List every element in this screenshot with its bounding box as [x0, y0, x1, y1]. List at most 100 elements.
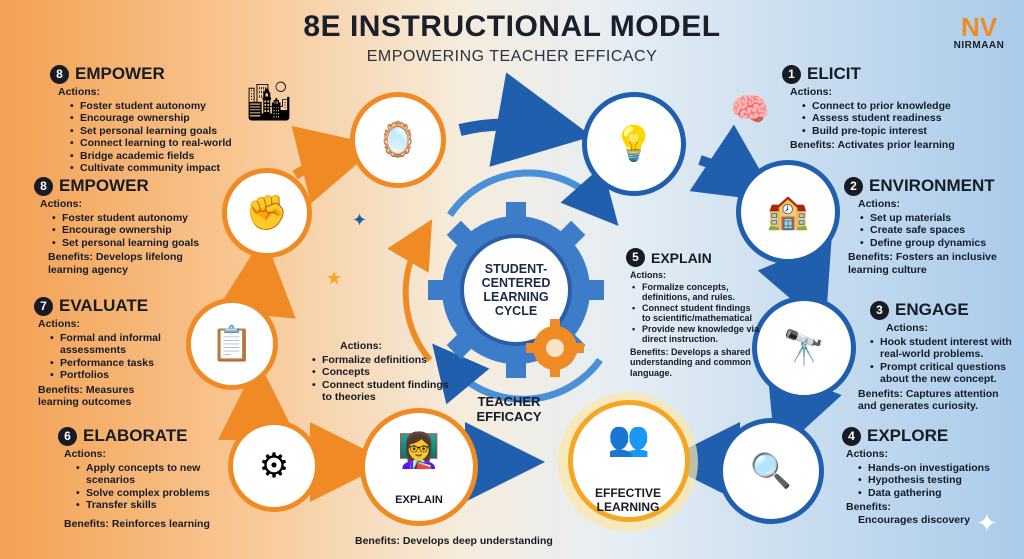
benefits-text: Benefits: Activates prior learning [790, 139, 955, 151]
action-item: Set up materials [860, 212, 1018, 225]
stage-box-explain: Actions: Formalize concepts, definitions… [630, 270, 760, 378]
sparkle-icon: ✦ [352, 210, 368, 230]
page-subtitle: EMPOWERING TEACHER EFFICACY [366, 48, 658, 65]
action-item: Hands-on investigations [858, 462, 1016, 475]
actions-label: Actions: [40, 198, 82, 210]
action-item: Data gathering [858, 487, 1016, 500]
action-item: Hook student interest with real-world pr… [870, 336, 1018, 361]
brain-bulb-icon: 🧠 [730, 91, 770, 127]
stage-box-empower-top: Actions: Foster student autonomy Encoura… [58, 86, 238, 175]
page-title: 8E INSTRUCTIONAL MODEL [303, 10, 721, 43]
small-gear [526, 319, 584, 377]
stage-box-empower: Actions: Foster student autonomy Encoura… [40, 198, 210, 276]
action-item: Provide new knowledge via direct instruc… [632, 324, 760, 345]
arrow-to-environment [689, 124, 779, 203]
benefits-text: Benefits: Captures attention and generat… [858, 387, 999, 413]
arrow-to-elicit [458, 72, 593, 167]
logo: NV NIRMAAN [944, 14, 1014, 51]
gear-label: STUDENT-CENTERED LEARNING CYCLE [481, 262, 551, 318]
student-group-icon: 👥 [568, 400, 690, 522]
teacher-board-icon: 👩‍🏫 [360, 408, 478, 526]
arrow-to-engage [757, 239, 832, 329]
action-item: Apply concepts to new scenarios [76, 462, 224, 487]
action-item: Connect student findings to scientific/m… [632, 303, 760, 324]
checklist-icon: 📋 [186, 298, 278, 390]
middle-actions-label: Actions: [340, 340, 382, 352]
action-item: Create safe spaces [860, 224, 1018, 237]
star-icon: ★ [326, 268, 343, 288]
benefits-text: Benefits: Fosters an inclusive learning … [848, 251, 997, 276]
action-item: Encourage ownership [52, 224, 210, 237]
stage-box-elaborate: Actions: Apply concepts to new scenarios… [64, 448, 224, 530]
bottom-benefits: Benefits: Develops deep understanding [355, 535, 553, 547]
action-item: Formal and informal assessments [50, 332, 188, 357]
benefits-text: Benefits: Develops lifelong learning age… [48, 251, 183, 276]
arrow-to-empower-top [291, 125, 379, 204]
effective-learning-label: EFFECTIVE LEARNING [594, 486, 661, 514]
benefits-text: Benefits: Measures learning outcomes [38, 383, 135, 409]
stage-box-environment: Actions: Set up materials Create safe sp… [848, 198, 1018, 276]
actions-label: Actions: [38, 318, 80, 330]
action-item: Formalize concepts, definitions, and rul… [632, 282, 760, 303]
action-item: Portfolios [50, 369, 188, 382]
benefits-text: Benefits: Reinforces learning [64, 517, 210, 530]
action-item: Bridge academic fields [70, 150, 238, 163]
action-item: Build pre-topic interest [802, 125, 980, 138]
action-item: Performance tasks [50, 357, 188, 370]
city-road-icon: 🏙 [245, 81, 294, 123]
stage-box-engage: Actions: Hook student interest with real… [858, 322, 1018, 413]
action-item: Assess student readiness [802, 112, 980, 125]
action-item: Prompt critical questions about the new … [870, 361, 1018, 386]
action-item: Set personal learning goals [52, 237, 210, 250]
logo-mark: NV [960, 12, 998, 42]
classroom-icon: 🏫 [736, 160, 840, 264]
action-item: Solve complex problems [76, 487, 224, 500]
benefits-text: Encourages discovery [858, 513, 971, 526]
actions-label: Actions: [790, 86, 832, 98]
stage-box-elicit: Actions: Connect to prior knowledge Asse… [790, 86, 980, 152]
action-item: Hypothesis testing [858, 474, 1016, 487]
explain-circle-label: EXPLAIN [395, 494, 443, 506]
lightbulb-question-icon: 💡 [582, 92, 686, 196]
benefits-label: Benefits: [846, 501, 891, 513]
benefits-text: Benefits: Develops a shared understandin… [630, 346, 752, 378]
teacher-efficacy-label: TEACHER EFFICACY [476, 394, 542, 424]
middle-action-item: Connect student findings to theories [312, 379, 450, 404]
logo-name: NIRMAAN [953, 40, 1005, 51]
action-item: Cultivate community impact [70, 162, 238, 175]
arrow-to-empower [216, 235, 296, 319]
gears-chat-icon: ⚙ [228, 420, 320, 512]
actions-label: Actions: [64, 448, 106, 460]
actions-label: Actions: [858, 198, 900, 210]
middle-actions-box: Actions: Formalize definitions Concepts … [300, 340, 450, 404]
stage-box-explore: Actions: Hands-on investigations Hypothe… [846, 448, 1016, 526]
action-item: Set personal learning goals [70, 125, 238, 138]
action-item: Connect to prior knowledge [802, 100, 980, 113]
actions-label: Actions: [58, 86, 100, 98]
actions-label: Actions: [630, 270, 666, 280]
action-item: Encourage ownership [70, 112, 238, 125]
action-item: Foster student autonomy [52, 212, 210, 225]
action-item: Define group dynamics [860, 237, 1018, 250]
middle-action-item: Formalize definitions [312, 354, 450, 367]
action-item: Connect learning to real-world [70, 137, 238, 150]
raised-fist-flag-icon: ✊ [222, 168, 312, 258]
person-mirror-icon: 🪞 [350, 92, 446, 188]
actions-label: Actions: [846, 448, 888, 460]
telescope-book-icon: 🔭 [752, 296, 856, 400]
magnifier-chart-icon: 🔍 [718, 418, 824, 524]
actions-label: Actions: [886, 322, 928, 334]
action-item: Transfer skills [76, 499, 224, 512]
sparkle-icon: ✦ [976, 508, 998, 538]
action-item: Foster student autonomy [70, 100, 238, 113]
middle-action-item: Concepts [312, 366, 450, 379]
